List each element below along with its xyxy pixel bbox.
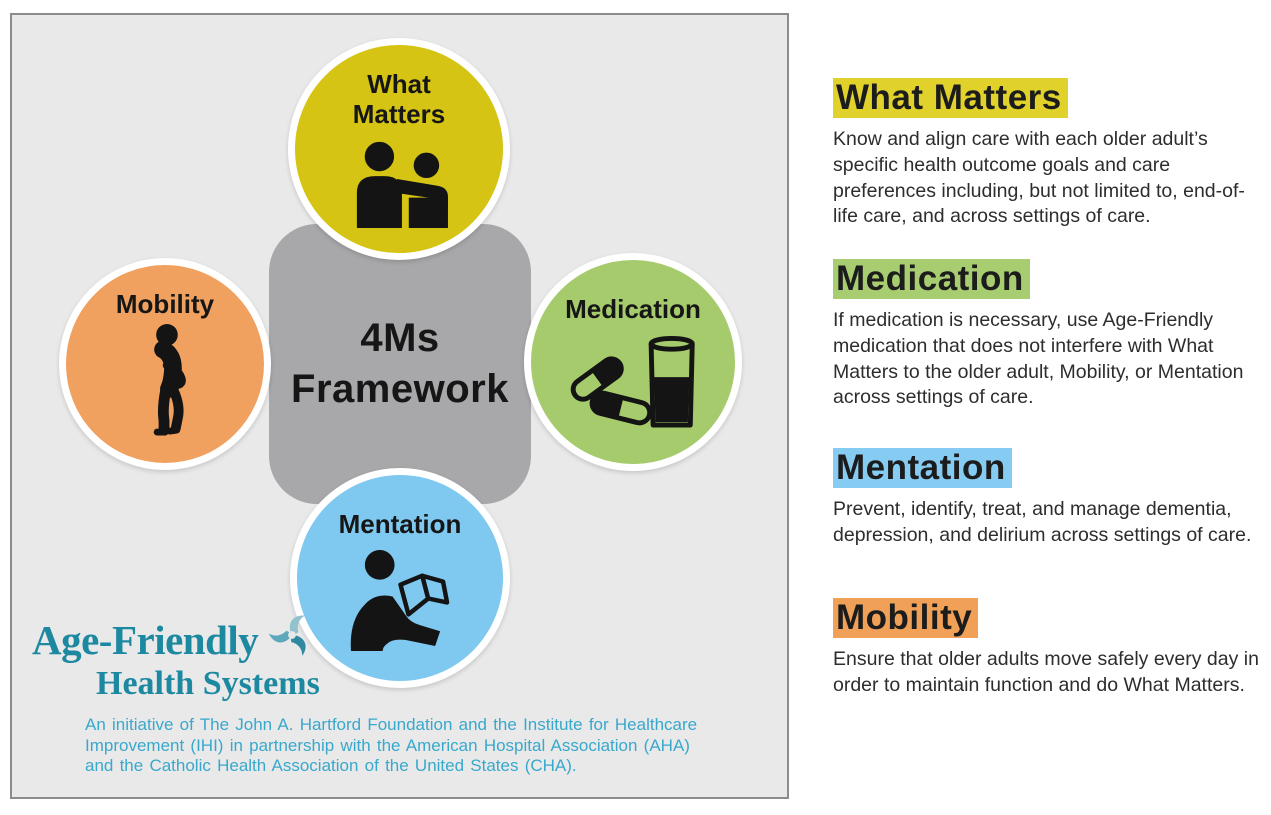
- logo-line2-text: Health Systems: [96, 665, 320, 702]
- circle-what-matters-label: What Matters: [352, 69, 446, 129]
- framework-title: 4Ms Framework: [291, 315, 509, 411]
- attribution-text: An initiative of The John A. Hartford Fo…: [85, 715, 698, 775]
- framework-diagram-panel: 4Ms Framework What Matters Mobility: [10, 13, 789, 799]
- section-mentation-body: Prevent, identify, treat, and manage dem…: [833, 498, 1252, 546]
- circle-mobility: Mobility: [59, 258, 271, 470]
- section-what-matters: What Matters Know and align care with ea…: [833, 78, 1265, 230]
- section-mentation-heading: Mentation: [833, 448, 1012, 488]
- age-friendly-logo: Age-Friendly Health Systems: [32, 611, 320, 703]
- circle-mobility-label: Mobility: [115, 289, 215, 319]
- circle-mentation: Mentation: [290, 468, 510, 688]
- two-people-icon: [340, 133, 458, 233]
- section-what-matters-body: Know and align care with each older adul…: [833, 128, 1245, 228]
- swirl-icon: [268, 611, 316, 669]
- circle-medication: Medication: [524, 253, 742, 471]
- pills-and-glass-icon: [562, 332, 704, 435]
- section-what-matters-heading: What Matters: [833, 78, 1068, 118]
- section-mobility-heading: Mobility: [833, 598, 979, 638]
- section-medication-body: If medication is necessary, use Age-Frie…: [833, 309, 1244, 409]
- section-mobility-body: Ensure that older adults move safely eve…: [833, 648, 1259, 696]
- section-mobility: Mobility Ensure that older adults move s…: [833, 598, 1265, 699]
- circle-medication-label: Medication: [565, 294, 701, 324]
- section-mentation: Mentation Prevent, identify, treat, and …: [833, 448, 1265, 549]
- person-reading-icon: [343, 547, 457, 656]
- section-medication: Medication If medication is necessary, u…: [833, 259, 1265, 411]
- section-medication-heading: Medication: [833, 259, 1030, 299]
- circle-what-matters: What Matters: [288, 38, 510, 260]
- logo-line1-text: Age-Friendly: [32, 617, 259, 663]
- framework-center-square: [269, 224, 531, 504]
- circle-mentation-label: Mentation: [338, 509, 462, 539]
- walking-person-icon: [136, 324, 194, 442]
